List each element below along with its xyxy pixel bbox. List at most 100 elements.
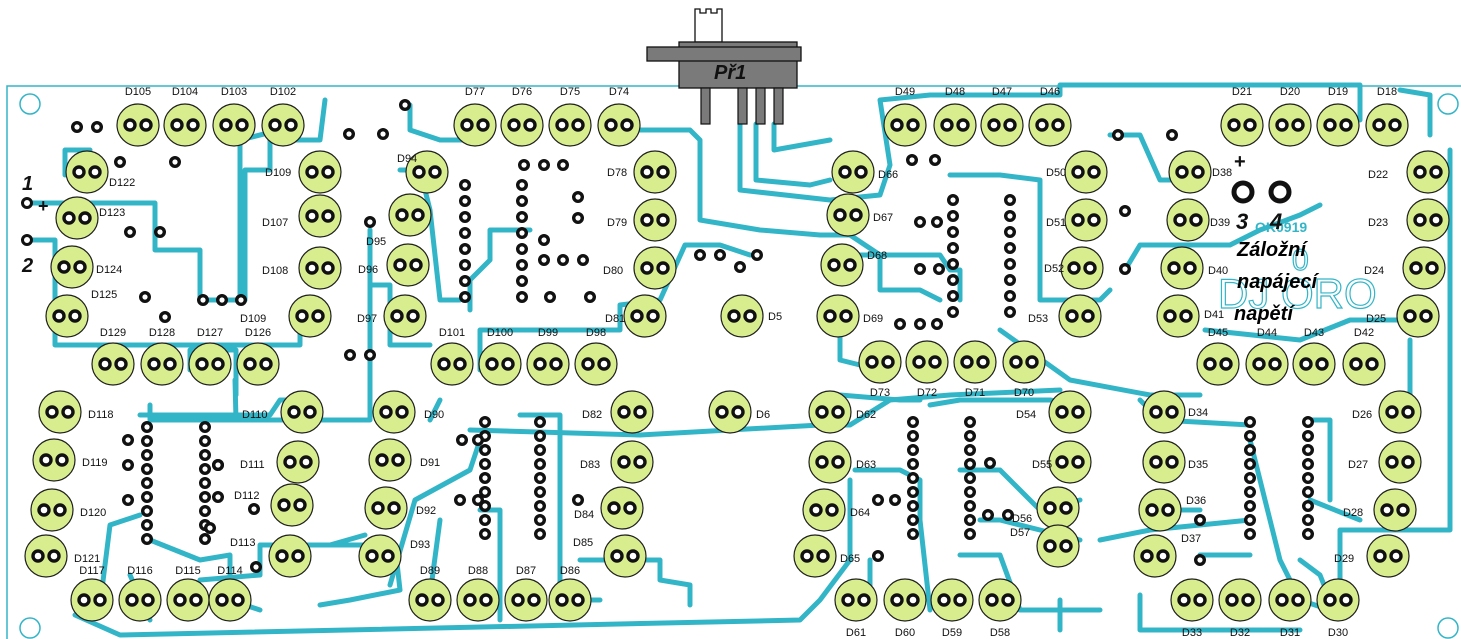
copper-track bbox=[1397, 87, 1433, 138]
via-hole bbox=[459, 242, 472, 255]
led-footprint: D73 bbox=[858, 340, 902, 399]
led-pad-ring bbox=[708, 390, 752, 434]
led-footprint: D127 bbox=[188, 327, 232, 386]
via-hole bbox=[1004, 241, 1017, 254]
led-footprint: D83 bbox=[580, 440, 654, 484]
via-hole bbox=[1002, 509, 1015, 522]
led-ref-label: D24 bbox=[1364, 265, 1384, 277]
led-pad-ring bbox=[1316, 578, 1360, 622]
led-pad-ring bbox=[388, 193, 432, 237]
led-hole-cathode bbox=[1183, 261, 1197, 275]
via-hole bbox=[984, 457, 997, 470]
via-hole bbox=[538, 158, 551, 171]
led-hole-anode bbox=[1385, 405, 1399, 419]
led-footprint: D42 bbox=[1342, 327, 1386, 386]
led-footprint: D88 bbox=[456, 565, 500, 622]
led-pad-ring bbox=[298, 150, 342, 194]
led-ref-label: D75 bbox=[560, 86, 580, 98]
via-hole bbox=[516, 275, 529, 288]
led-footprint: D115 bbox=[166, 565, 210, 622]
via-hole bbox=[153, 225, 166, 238]
input-pin-2 bbox=[21, 234, 33, 246]
led-footprint: D44 bbox=[1245, 327, 1289, 386]
led-pad-ring bbox=[1160, 246, 1204, 290]
led-footprint: D59 bbox=[930, 578, 974, 639]
led-hole-cathode bbox=[391, 453, 405, 467]
led-footprint: D52 bbox=[1044, 246, 1104, 290]
led-footprint: D47 bbox=[980, 86, 1024, 147]
led-footprint: D24 bbox=[1364, 246, 1446, 290]
via-hole bbox=[964, 444, 977, 457]
led-hole-cathode bbox=[1315, 357, 1329, 371]
led-ref-label: D45 bbox=[1208, 327, 1228, 339]
led-hole-anode bbox=[77, 593, 91, 607]
led-pad-ring bbox=[24, 534, 68, 578]
led-ref-label: D96 bbox=[358, 264, 378, 276]
led-ref-label: D111 bbox=[240, 459, 265, 471]
copper-track bbox=[72, 477, 853, 638]
led-ref-label: D40 bbox=[1208, 265, 1228, 277]
led-hole-anode bbox=[437, 357, 451, 371]
led-ref-label: D26 bbox=[1352, 409, 1372, 421]
via-hole bbox=[249, 561, 262, 574]
led-footprint: D90 bbox=[372, 390, 444, 434]
led-footprint: D97 bbox=[357, 294, 427, 338]
copper-track bbox=[1202, 317, 1403, 343]
led-hole-cathode bbox=[1001, 593, 1015, 607]
via-hole bbox=[198, 449, 211, 462]
led-pad-ring bbox=[1218, 578, 1262, 622]
led-pad-ring bbox=[1002, 340, 1046, 384]
led-hole-anode bbox=[533, 357, 547, 371]
led-ref-label: D67 bbox=[873, 212, 893, 224]
led-hole-anode bbox=[640, 165, 654, 179]
led-pad-ring bbox=[1064, 150, 1108, 194]
via-hole bbox=[907, 444, 920, 457]
led-ref-label: D69 bbox=[863, 313, 883, 325]
via-hole bbox=[459, 194, 472, 207]
led-hole-anode bbox=[295, 309, 309, 323]
led-pad-ring bbox=[600, 486, 644, 530]
led-hole-anode bbox=[1149, 405, 1163, 419]
led-hole-cathode bbox=[321, 165, 335, 179]
led-ref-label: D46 bbox=[1040, 86, 1060, 98]
led-hole-cathode bbox=[186, 118, 200, 132]
via-hole bbox=[534, 444, 547, 457]
via-hole bbox=[459, 275, 472, 288]
led-pad-ring bbox=[1342, 342, 1386, 386]
led-footprint: D104 bbox=[163, 86, 207, 147]
via-hole bbox=[168, 155, 181, 168]
led-footprint: D109 bbox=[240, 294, 332, 338]
board-code: OK0919 bbox=[1255, 219, 1307, 235]
via-hole bbox=[534, 500, 547, 513]
led-hole-anode bbox=[31, 549, 45, 563]
led-hole-anode bbox=[62, 211, 76, 225]
led-ref-label: D59 bbox=[942, 627, 962, 639]
via-hole bbox=[734, 261, 747, 274]
via-hole bbox=[1004, 209, 1017, 222]
led-footprint: D61 bbox=[834, 578, 878, 639]
led-hole-cathode bbox=[259, 357, 273, 371]
led-pad-ring bbox=[816, 294, 860, 338]
led-footprint: D81 bbox=[605, 294, 667, 338]
led-pad-ring bbox=[1373, 488, 1417, 532]
led-ref-label: D43 bbox=[1304, 327, 1324, 339]
led-hole-anode bbox=[809, 503, 823, 517]
led-pad-ring bbox=[883, 103, 927, 147]
led-ref-label: D50 bbox=[1046, 167, 1066, 179]
led-footprint: D100 bbox=[478, 327, 522, 386]
led-hole-cathode bbox=[1429, 213, 1443, 227]
via-hole bbox=[872, 550, 885, 563]
led-hole-anode bbox=[890, 118, 904, 132]
led-hole-cathode bbox=[231, 593, 245, 607]
led-ref-label: D113 bbox=[230, 537, 255, 549]
via-hole bbox=[1118, 204, 1131, 217]
led-footprint: D35 bbox=[1142, 440, 1208, 484]
led-ref-label: D91 bbox=[420, 457, 440, 469]
copper-track bbox=[407, 102, 473, 143]
led-ref-label: D93 bbox=[410, 539, 430, 551]
led-footprint: D118 bbox=[38, 390, 113, 434]
via-hole bbox=[459, 291, 472, 304]
led-hole-cathode bbox=[1165, 455, 1179, 469]
led-ref-label: D79 bbox=[607, 217, 627, 229]
via-hole bbox=[964, 430, 977, 443]
